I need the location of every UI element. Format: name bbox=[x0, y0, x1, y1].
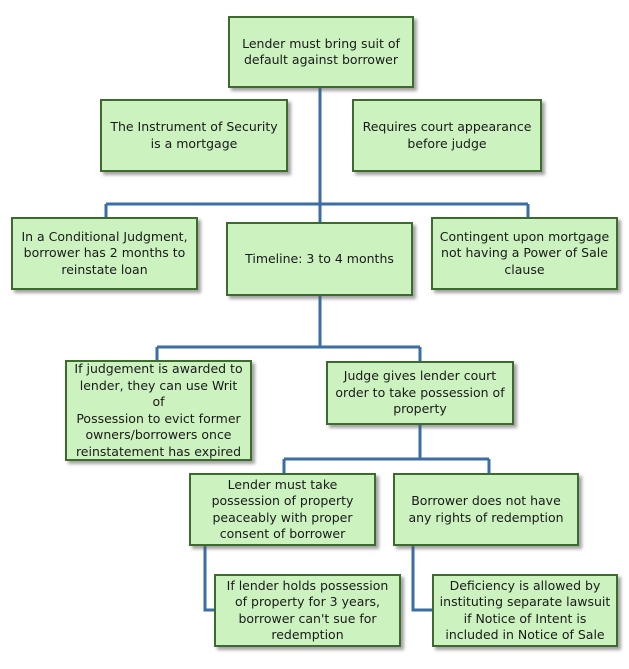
node-instrument-mortgage: The Instrument of Security is a mortgage bbox=[100, 99, 288, 172]
elbow-deficiency bbox=[411, 546, 432, 612]
node-court-appearance: Requires court appearance before judge bbox=[352, 99, 542, 172]
node-three-years: If lender holds possession of property f… bbox=[214, 574, 401, 647]
node-conditional-judgment: In a Conditional Judgment, borrower has … bbox=[11, 217, 198, 290]
node-no-redemption: Borrower does not have any rights of red… bbox=[393, 473, 579, 546]
node-court-order: Judge gives lender court order to take p… bbox=[326, 361, 514, 425]
node-timeline: Timeline: 3 to 4 months bbox=[226, 222, 413, 296]
node-deficiency: Deficiency is allowed by instituting sep… bbox=[432, 574, 618, 647]
node-lender-suit: Lender must bring suit of default agains… bbox=[228, 16, 414, 88]
node-writ-of-possession: If judgement is awarded to lender, they … bbox=[65, 360, 252, 461]
node-power-of-sale: Contingent upon mortgage not having a Po… bbox=[431, 217, 618, 290]
node-peaceable-possession: Lender must take possession of property … bbox=[189, 473, 376, 546]
elbow-three-years bbox=[203, 546, 214, 612]
